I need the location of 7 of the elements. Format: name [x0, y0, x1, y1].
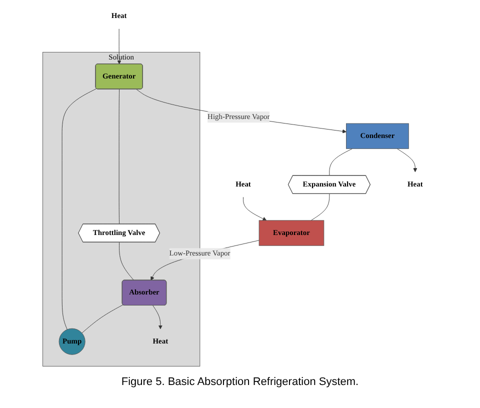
connector: [82, 304, 124, 334]
connector: [119, 242, 134, 281]
connector: [329, 148, 353, 176]
connector: [62, 88, 97, 330]
connector: [119, 89, 120, 224]
figure-caption: Figure 5. Basic Absorption Refrigeration System.: [121, 376, 359, 388]
connector: [311, 194, 330, 221]
